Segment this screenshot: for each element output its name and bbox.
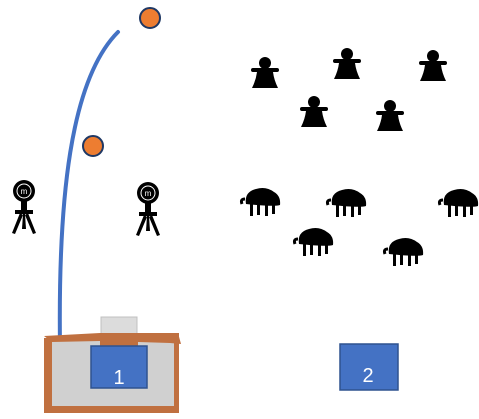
animal-icon (239, 186, 282, 218)
animal-icon (382, 236, 425, 268)
box-2-label: 2 (362, 365, 373, 387)
container-rim (44, 333, 181, 346)
person-hat-icon (419, 50, 447, 81)
animal-icon (292, 226, 335, 258)
person-hat-icon (300, 96, 328, 127)
person-hat-icon (333, 48, 361, 79)
box-1-label: 1 (113, 367, 124, 389)
ball-middle (82, 135, 104, 157)
trajectory-curve (57, 30, 120, 349)
person-hat-icon (251, 57, 279, 88)
box-1 (90, 345, 148, 389)
container-right-wall (174, 333, 179, 413)
tripod-camera-icon (11, 179, 37, 235)
tripod-camera-icon (135, 181, 161, 237)
box-2 (339, 343, 399, 391)
animal-icon (437, 187, 479, 219)
animal-icon (325, 187, 368, 219)
person-hat-icon (376, 100, 404, 131)
ball-top (139, 7, 161, 29)
